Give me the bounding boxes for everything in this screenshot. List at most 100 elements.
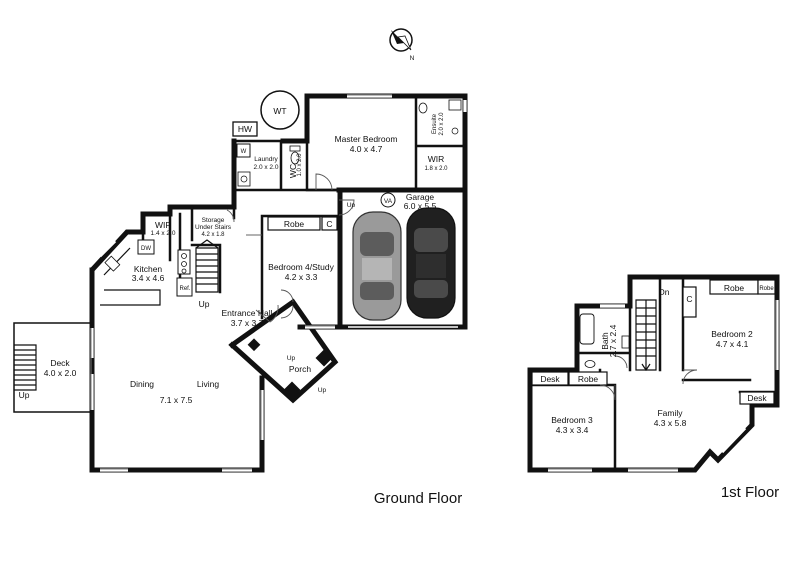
storage-name-2: Under Stairs xyxy=(195,224,232,231)
ensuite-shower-icon xyxy=(448,99,462,111)
wc-name: WC xyxy=(288,164,298,178)
bath-toilet-icon xyxy=(584,360,596,368)
first-doors xyxy=(599,355,698,401)
porch-name: Porch xyxy=(289,364,311,374)
deck-name: Deck xyxy=(50,358,70,368)
bed4-name: Bedroom 4/Study xyxy=(268,262,334,272)
ensuite-basin-icon xyxy=(418,102,428,114)
porch-post-1 xyxy=(315,349,333,367)
ground-floor-title: Ground Floor xyxy=(374,490,462,507)
compass-north-label: N xyxy=(410,55,415,62)
robe-bed2b-label: Robe xyxy=(759,286,774,292)
ground-doors xyxy=(226,173,355,323)
garage-dim: 6.0 x 5.5 xyxy=(404,201,437,211)
water-tank xyxy=(260,90,300,130)
master-wall xyxy=(305,94,467,192)
bed2-name: Bedroom 2 xyxy=(711,329,753,339)
wip-name: WIP xyxy=(155,220,171,230)
porch-up-2: Up xyxy=(318,387,327,394)
dining-name: Dining xyxy=(130,379,154,389)
living-name: Living xyxy=(197,379,219,389)
robe-bed2a-label: Robe xyxy=(724,283,745,293)
porch-post-3 xyxy=(247,338,261,352)
first-floor-title: 1st Floor xyxy=(721,484,779,501)
laundry-wall xyxy=(232,139,342,192)
family-dim: 4.3 x 5.8 xyxy=(654,418,687,428)
c-first-box xyxy=(682,286,697,318)
laundry-tub-icon xyxy=(237,171,251,187)
kitchen-dim: 3.4 x 4.6 xyxy=(132,273,165,283)
dw-label: DW xyxy=(141,246,151,252)
laundry-name: Laundry xyxy=(254,156,278,163)
robe-bed3-box xyxy=(568,371,608,386)
cooktop-icon xyxy=(177,249,191,275)
wc-dim: 1.0 x 2.0 xyxy=(297,153,303,177)
hot-water-box xyxy=(232,121,258,137)
first-outer-wall xyxy=(527,274,780,473)
master-name: Master Bedroom xyxy=(335,134,398,144)
ensuite-dim: 2.0 x 2.0 xyxy=(439,112,445,136)
desk-bed3-box xyxy=(531,371,569,386)
first-stairs-dn: Dn xyxy=(659,287,670,297)
ref-label: Ref. xyxy=(179,286,190,292)
w-box xyxy=(236,143,251,158)
compass: N xyxy=(389,28,415,62)
porch-up-1: Up xyxy=(287,355,296,362)
robe-bed4-box xyxy=(267,216,321,231)
wt-label: WT xyxy=(273,106,286,116)
garage-up-label: Up xyxy=(347,202,356,209)
va-label: VA xyxy=(384,198,393,205)
c-bed4-label: C xyxy=(326,219,332,229)
fridge-box xyxy=(176,277,193,297)
first-stairs xyxy=(635,299,657,372)
ground-windows xyxy=(90,94,467,472)
c-first-label: C xyxy=(686,294,692,304)
w-label: W xyxy=(241,149,247,155)
car-black xyxy=(406,207,456,319)
first-windows xyxy=(548,300,779,472)
main-stairs-up: Up xyxy=(199,299,210,309)
desk-bed2-label: Desk xyxy=(747,393,767,403)
deck-stairs xyxy=(14,344,37,391)
desk-bed3-label: Desk xyxy=(540,374,560,384)
main-stairs xyxy=(195,239,219,293)
wip-dim: 1.4 x 2.0 xyxy=(151,230,176,237)
deck-dim: 4.0 x 2.0 xyxy=(44,368,77,378)
entrance-dim: 3.7 x 3.7 xyxy=(231,318,264,328)
hw-label: HW xyxy=(238,124,252,134)
robe-bed2b-box xyxy=(757,279,776,295)
entrance-name: Entrance Hall xyxy=(221,308,272,318)
master-dim: 4.0 x 4.7 xyxy=(350,144,383,154)
c-bed4-box xyxy=(321,216,338,231)
robe-bed4-label: Robe xyxy=(284,219,305,229)
toilet-icon xyxy=(290,151,300,165)
bed2-dim: 4.7 x 4.1 xyxy=(716,339,749,349)
porch-outline xyxy=(228,298,339,404)
sink-icon xyxy=(104,255,121,272)
storage-dim: 4.2 x 1.8 xyxy=(201,232,225,238)
bed3-dim: 4.3 x 3.4 xyxy=(556,425,589,435)
compass-arrow-tail xyxy=(397,35,412,51)
deck-outline xyxy=(13,322,93,413)
kitchen-name: Kitchen xyxy=(134,264,163,274)
bath-name: Bath xyxy=(600,332,610,350)
deck-stairs-up: Up xyxy=(19,390,30,400)
bed4-dim: 4.2 x 3.3 xyxy=(285,272,318,282)
first-floor: Dn C Robe Robe Desk Robe Desk Bath 2.7 x… xyxy=(527,274,780,501)
bathtub-icon xyxy=(579,313,595,345)
car-grey xyxy=(352,211,402,321)
desk-bed2-box xyxy=(739,391,775,405)
bath-dim: 2.7 x 2.4 xyxy=(608,324,618,357)
wir-dim: 1.8 x 2.0 xyxy=(424,166,448,172)
porch-post-2 xyxy=(283,381,301,399)
family-name: Family xyxy=(657,408,683,418)
bed3-name: Bedroom 3 xyxy=(551,415,593,425)
garage-name: Garage xyxy=(406,192,435,202)
ensuite-name: Ensuite xyxy=(432,113,438,134)
dishwasher-box xyxy=(137,239,155,255)
storage-wall xyxy=(190,205,236,294)
robe-bed3-label: Robe xyxy=(578,374,599,384)
laundry-dim: 2.0 x 2.0 xyxy=(254,164,279,171)
basin-icon xyxy=(621,335,630,349)
